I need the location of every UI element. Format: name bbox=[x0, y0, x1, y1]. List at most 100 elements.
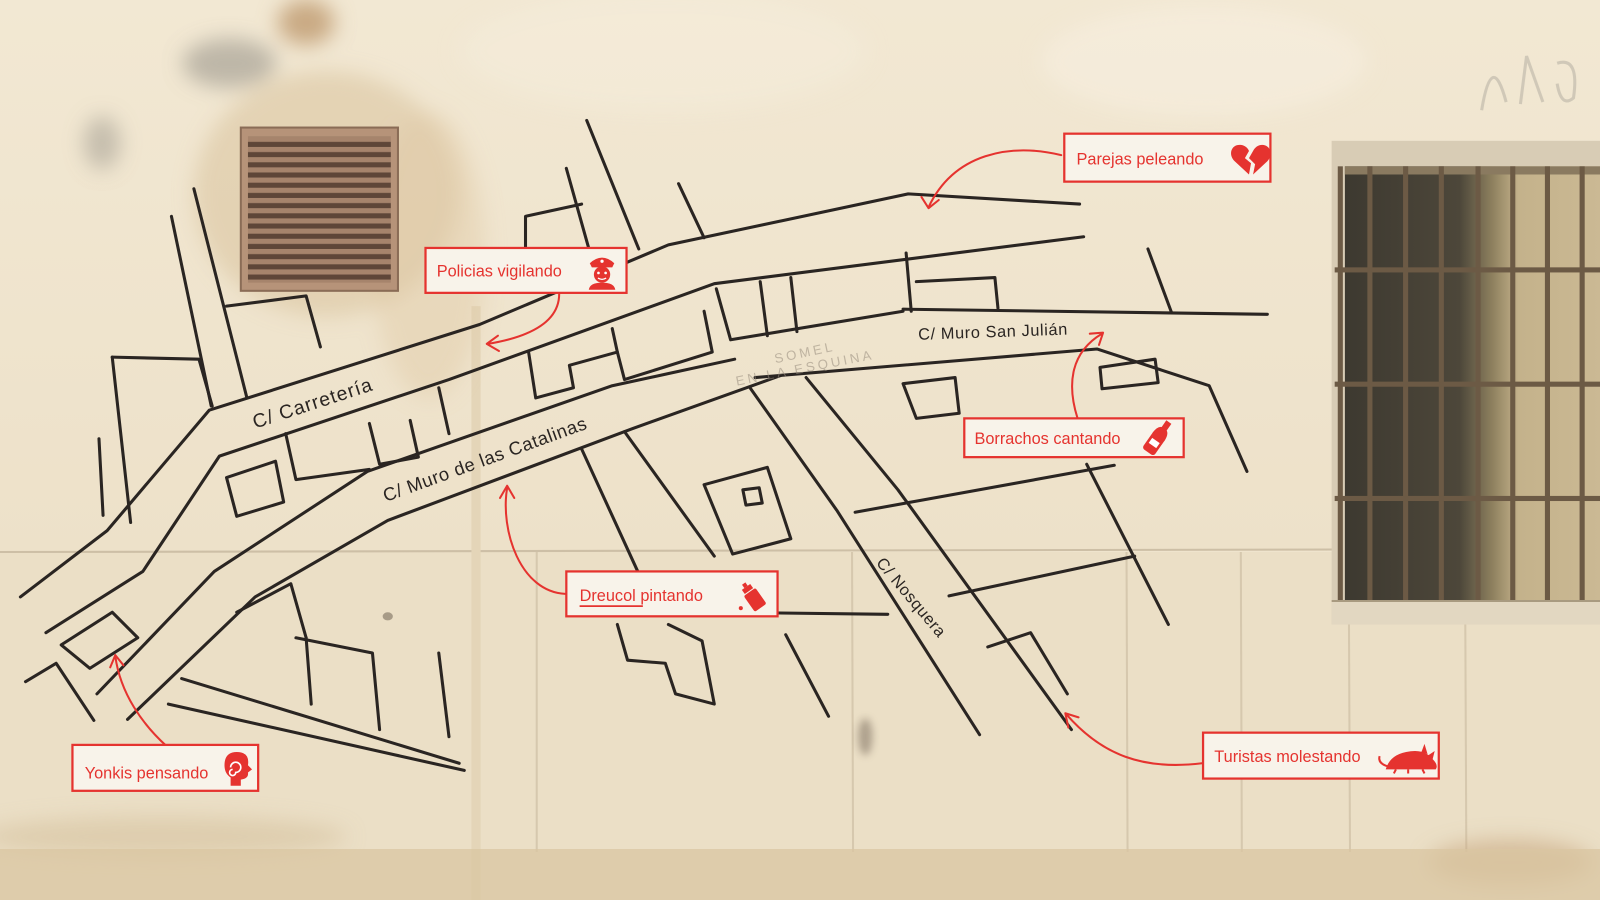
rat-ear bbox=[1421, 743, 1428, 755]
barred-window bbox=[1331, 140, 1600, 625]
street-catalinas bbox=[95, 357, 783, 721]
pointer-arrows bbox=[109, 149, 1204, 766]
label-borrachos: Borrachos cantando bbox=[963, 417, 1185, 459]
wall-hole bbox=[382, 612, 393, 621]
police-face bbox=[593, 266, 611, 283]
label-parejas: Parejas peleando bbox=[1063, 132, 1272, 183]
bottom-dirt-strip bbox=[0, 848, 1600, 900]
label-yonkis: Yonkis pensando bbox=[71, 743, 260, 792]
window-bar-horizontal bbox=[1334, 267, 1600, 273]
map-line bbox=[986, 631, 1069, 696]
window-bars bbox=[1334, 166, 1600, 600]
wall-vent bbox=[239, 126, 399, 292]
map-line bbox=[904, 251, 913, 313]
broken-heart-right-half bbox=[1248, 144, 1271, 175]
map-line bbox=[235, 582, 308, 640]
panel-seam bbox=[1464, 624, 1468, 853]
map-line bbox=[714, 287, 905, 342]
rat-legs bbox=[1392, 768, 1426, 774]
street-catalinas-south-edge bbox=[126, 373, 783, 721]
label-text: Dreucol pintando bbox=[580, 587, 703, 605]
map-line bbox=[225, 294, 322, 349]
map-line bbox=[758, 280, 769, 338]
map-line bbox=[367, 418, 420, 466]
panel-seam bbox=[1125, 552, 1129, 853]
map-line bbox=[947, 554, 1137, 598]
map-blocks bbox=[23, 118, 1173, 772]
label-text: Turistas molestando bbox=[1214, 748, 1360, 766]
arrowhead bbox=[1088, 331, 1105, 346]
police-eye bbox=[604, 271, 607, 275]
map-line bbox=[437, 651, 451, 739]
rat-icon bbox=[1378, 743, 1437, 774]
bottle-neck bbox=[1161, 420, 1172, 432]
label-dreucol: Dreucol pintando bbox=[565, 570, 779, 618]
wall-stain bbox=[182, 38, 277, 88]
street-san-julian bbox=[753, 307, 1269, 473]
map-line bbox=[580, 447, 640, 573]
map-line bbox=[615, 309, 714, 382]
label-text: Parejas peleando bbox=[1077, 150, 1204, 168]
pointer-arrow-parejas bbox=[927, 149, 1063, 209]
map-line bbox=[1146, 247, 1173, 314]
street-nosquera bbox=[748, 376, 1073, 737]
map-line bbox=[677, 182, 706, 240]
label-text: Policias vigilando bbox=[437, 263, 562, 281]
spray-can-body bbox=[744, 588, 766, 612]
dark-wall-spot bbox=[858, 718, 873, 756]
arrowhead bbox=[498, 484, 516, 499]
rat-tail bbox=[1378, 755, 1389, 768]
label-policias: Policias vigilando bbox=[424, 246, 628, 294]
map-line bbox=[853, 463, 1116, 514]
map-line bbox=[1085, 462, 1170, 627]
map-line bbox=[110, 355, 133, 524]
panel-seam bbox=[851, 552, 855, 853]
street-nosquera-west-edge bbox=[748, 386, 982, 737]
map-line bbox=[304, 636, 313, 706]
bottle-icon bbox=[1143, 420, 1172, 456]
rat-body bbox=[1385, 751, 1437, 770]
spray-can-icon bbox=[741, 582, 766, 612]
bottle-shoulder bbox=[1152, 426, 1168, 442]
head-silhouette bbox=[224, 752, 253, 786]
spray-can-nozzle bbox=[742, 582, 748, 589]
wall-stain bbox=[1040, 5, 1368, 118]
police-officer-icon bbox=[588, 257, 616, 290]
street-label-san-julian: C/ Muro San Julián bbox=[918, 321, 1068, 344]
map-line bbox=[1098, 357, 1160, 391]
broken-heart-icon bbox=[1231, 144, 1271, 175]
arrowhead bbox=[920, 195, 940, 210]
plaster-strip bbox=[471, 306, 481, 900]
map-line bbox=[437, 386, 451, 436]
map-line bbox=[615, 622, 716, 706]
street-catalinas-north-edge bbox=[95, 357, 737, 696]
window-bar-horizontal bbox=[1334, 495, 1600, 502]
map-line bbox=[784, 633, 831, 718]
street-san-julian-north-edge bbox=[901, 307, 1269, 316]
map-line bbox=[23, 661, 96, 722]
map-line bbox=[284, 432, 371, 482]
pointer-arrow-policias bbox=[486, 292, 561, 345]
map-line bbox=[294, 636, 382, 732]
map-line bbox=[585, 118, 641, 251]
spray-can-cap bbox=[741, 583, 754, 595]
map-line bbox=[622, 430, 716, 558]
street-carreteria-north-edge bbox=[18, 192, 1082, 599]
wall-stain bbox=[0, 816, 347, 858]
broken-heart-left-half bbox=[1231, 144, 1252, 175]
map-line bbox=[180, 677, 461, 765]
arrowhead bbox=[109, 654, 125, 669]
window-sill bbox=[1331, 600, 1600, 625]
map-line bbox=[110, 355, 214, 408]
paint-drip bbox=[738, 606, 743, 611]
street-carreteria-south-edge bbox=[44, 235, 1086, 635]
pointer-arrow-borrachos bbox=[1071, 332, 1104, 420]
police-mouth bbox=[597, 277, 607, 280]
head-icon bbox=[224, 752, 253, 786]
faint-graffiti-scribble bbox=[1480, 55, 1577, 111]
pointer-arrow-turistas bbox=[1065, 713, 1204, 766]
label-text: Yonkis pensando bbox=[85, 765, 209, 783]
street-carreteria bbox=[18, 192, 1086, 635]
map-line bbox=[789, 276, 799, 334]
map-line bbox=[527, 327, 619, 400]
